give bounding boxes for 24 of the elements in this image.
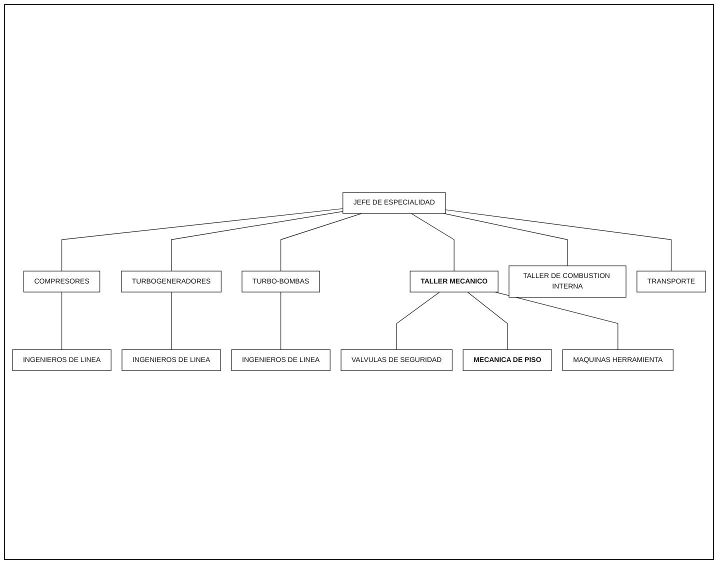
- connector: [280, 292, 282, 350]
- node-box: [410, 271, 498, 293]
- node-box: [121, 271, 222, 293]
- node-box: [340, 350, 452, 372]
- connector: [171, 292, 172, 350]
- connector: [62, 208, 344, 272]
- node-box: [508, 266, 626, 298]
- node-box: [636, 271, 706, 293]
- node-box: [342, 192, 446, 214]
- connector: [445, 210, 672, 272]
- connector: [410, 214, 454, 272]
- connector: [280, 214, 362, 272]
- node-box: [242, 271, 320, 293]
- node-box: [12, 350, 112, 372]
- node-box: [462, 350, 552, 372]
- connector: [494, 292, 618, 350]
- connector: [396, 292, 440, 350]
- node-box: [122, 350, 221, 372]
- node-box: [23, 271, 100, 293]
- node-box: [231, 350, 330, 372]
- connector: [467, 292, 508, 350]
- connector: [443, 214, 568, 267]
- node-box: [562, 350, 674, 372]
- connector: [171, 212, 344, 272]
